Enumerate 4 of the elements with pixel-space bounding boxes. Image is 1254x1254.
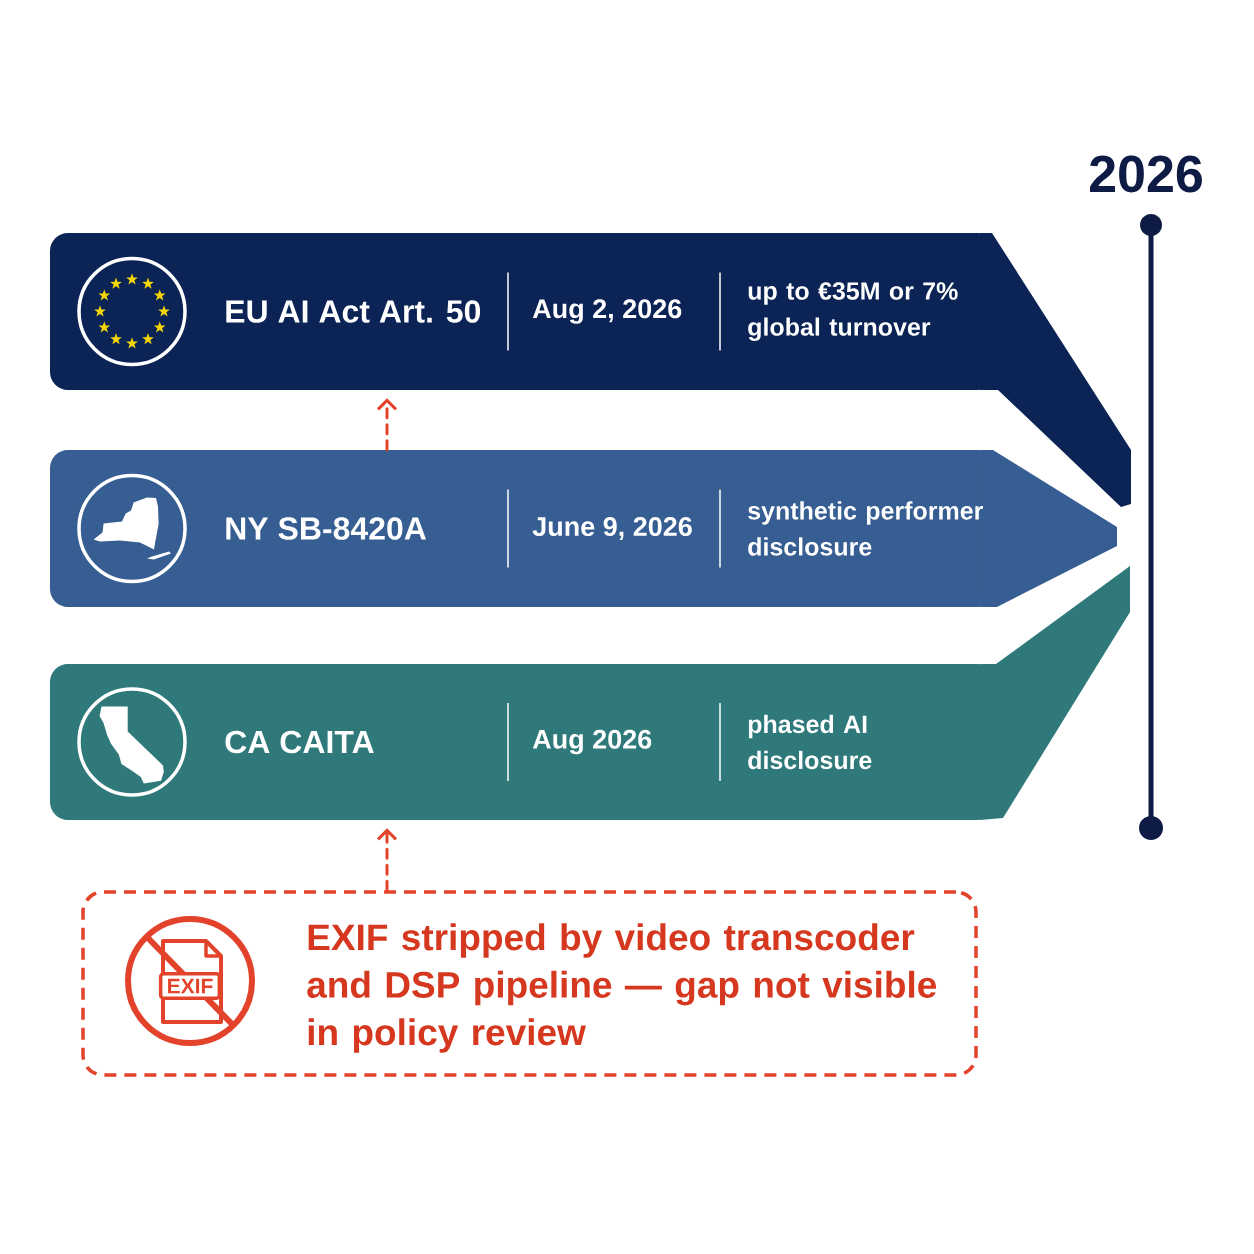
dashed-arrow — [376, 828, 398, 892]
file-tag-label: EXIF — [158, 972, 222, 1000]
dashed-arrow — [376, 398, 398, 452]
year-label: 2026 — [1089, 155, 1202, 193]
